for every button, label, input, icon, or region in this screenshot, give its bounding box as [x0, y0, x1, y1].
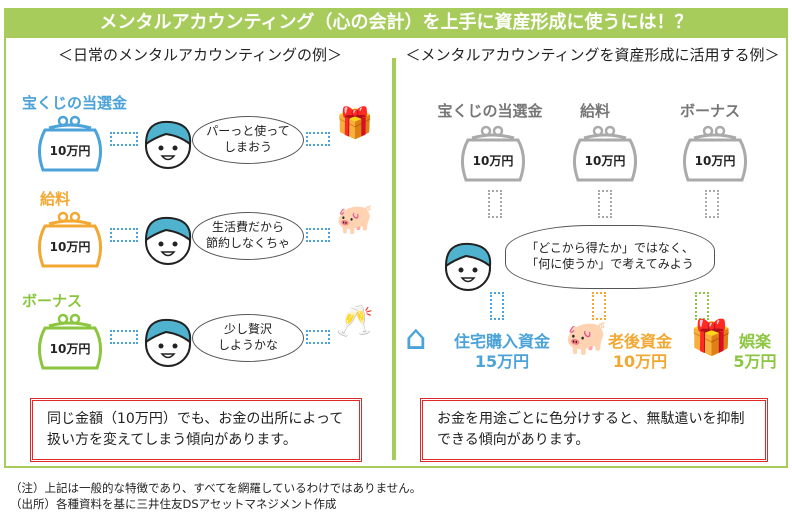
arrow-right-icon: [306, 330, 330, 344]
face-icon: [440, 238, 496, 298]
arrow-down-icon: [695, 292, 709, 320]
piggy-bank-icon: 🐖: [565, 318, 608, 358]
arrow-down-icon: [705, 190, 719, 218]
thought-bubble: 少し贅沢 しようかな: [192, 314, 304, 362]
purse-icon: 10万円: [35, 210, 105, 270]
purse-amount: 10万円: [49, 342, 91, 356]
purse-icon: 10万円: [570, 124, 640, 184]
purse-icon: 10万円: [680, 124, 750, 184]
left-subtitle: ＜日常のメンタルアカウンティングの例＞: [57, 46, 343, 64]
footnote-note: （注）上記は一般的な特徴であり、すべてを網羅しているわけではありません。: [10, 481, 422, 495]
source-label: 宝くじの当選金: [437, 102, 543, 120]
source-label: 給料: [40, 190, 71, 208]
face-icon: [140, 314, 196, 374]
arrow-down-icon: [592, 292, 606, 320]
purse-icon: 10万円: [35, 312, 105, 372]
purse-icon: 10万円: [35, 114, 105, 174]
champagne-icon: 🥂: [336, 304, 374, 339]
face-icon: [140, 212, 196, 272]
arrow-right-icon: [110, 132, 138, 146]
face-icon: [140, 116, 196, 176]
piggy-bank-icon: 🐖: [336, 202, 374, 237]
right-subtitle: ＜メンタルアカウンティングを資産形成に活用する例＞: [405, 46, 780, 64]
purse-amount: 10万円: [694, 154, 736, 168]
purse-amount: 10万円: [49, 240, 91, 254]
use-label: 住宅購入資金: [453, 332, 550, 351]
arrow-right-icon: [110, 228, 138, 242]
arrow-down-icon: [488, 190, 502, 218]
use-label: 老後資金: [607, 332, 672, 351]
divider: [392, 58, 396, 460]
purse-amount: 10万円: [584, 154, 626, 168]
house-icon: ⌂: [405, 318, 427, 358]
page-title: メンタルアカウンティング（心の会計）を上手に資産形成に使うには！？: [4, 8, 788, 38]
purse-amount: 10万円: [49, 144, 91, 158]
thought-bubble: 「どこから得たか」ではなく、 「何に使うか」で考えてみよう: [505, 225, 715, 289]
use-amount: 5万円: [733, 352, 777, 371]
arrow-right-icon: [110, 330, 138, 344]
purse-amount: 10万円: [472, 154, 514, 168]
arrow-right-icon: [306, 228, 330, 242]
source-label: ボーナス: [22, 292, 83, 310]
use-label: 娯楽: [738, 332, 771, 351]
thought-bubble: パーっと使って しまおう: [192, 116, 304, 164]
left-note: 同じ金額（10万円）でも、お金の出所によって 扱い方を変えてしまう傾向があります…: [30, 398, 362, 462]
source-label: ボーナス: [680, 102, 741, 120]
footnote-source: （出所）各種資料を基に三井住友DSアセットマネジメント作成: [10, 497, 337, 511]
thought-bubble: 生活費だから 節約しなくちゃ: [192, 212, 304, 260]
source-label: 宝くじの当選金: [22, 94, 128, 112]
right-note: お金を用途ごとに色分けすると、無駄遣いを抑制 できる傾向があります。: [420, 398, 768, 462]
purse-icon: 10万円: [458, 124, 528, 184]
source-label: 給料: [579, 102, 610, 120]
use-amount: 10万円: [612, 352, 668, 371]
champagne-gift-icon: 🎁: [690, 318, 733, 358]
arrow-right-icon: [306, 132, 330, 146]
use-amount: 15万円: [474, 352, 530, 371]
arrow-down-icon: [598, 190, 612, 218]
arrow-down-icon: [490, 292, 504, 320]
gift-diamond-icon: 🎁: [336, 106, 374, 141]
